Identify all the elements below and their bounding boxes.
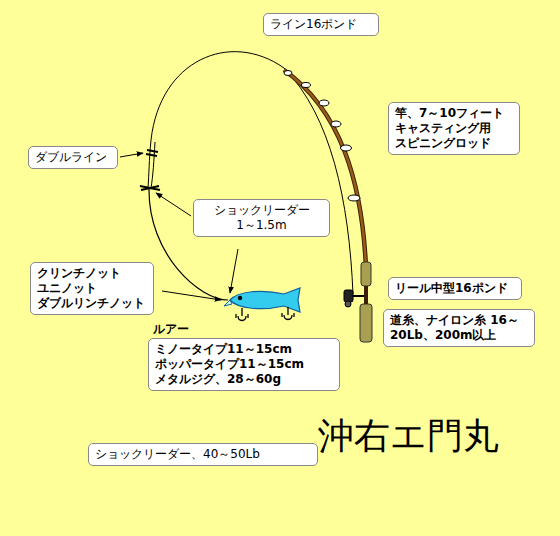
guide xyxy=(331,121,341,127)
lure-lip xyxy=(224,300,232,306)
reel-handle xyxy=(345,301,351,307)
box-text: ライン16ポンド xyxy=(270,17,360,32)
label-box: ショックリーダー 1～1.5m xyxy=(193,199,330,237)
box-text: リール中型16ポンド xyxy=(395,281,510,296)
guide xyxy=(341,145,352,151)
double-line xyxy=(148,140,151,188)
reel-seat xyxy=(364,286,368,304)
rear-grip xyxy=(360,304,372,342)
box-heading: ルアー xyxy=(153,322,191,337)
label-box: クリンチノット ユニノット ダブルリンチノット xyxy=(30,262,154,315)
line-loop xyxy=(151,52,284,140)
label-box: ダブルライン xyxy=(28,146,118,169)
hook xyxy=(282,307,294,320)
box-text: 竿、7～10フィート キャスティング用 スピニングロッド xyxy=(395,106,507,151)
guide xyxy=(348,195,360,201)
label-box: リール中型16ポンド xyxy=(388,277,522,300)
leader-arrow xyxy=(120,153,143,157)
leader-arrow xyxy=(230,249,238,293)
box-text: ショックリーダー、40～50Lb xyxy=(95,447,262,462)
label-box: ルアーミノータイプ11～15cm ポッパータイプ11～15cm メタルジグ、28… xyxy=(148,338,340,391)
double-line xyxy=(151,142,155,188)
rod-outline xyxy=(284,70,366,268)
guide xyxy=(319,100,329,106)
box-text: ミノータイプ11～15cm ポッパータイプ11～15cm メタルジグ、28～60… xyxy=(155,342,307,387)
label-box: ショックリーダー、40～50Lb xyxy=(88,443,318,466)
leader-arrow xyxy=(162,291,221,300)
label-box: 竿、7～10フィート キャスティング用 スピニングロッド xyxy=(388,102,520,155)
lure-body xyxy=(230,288,300,312)
reel-stem xyxy=(352,295,364,297)
label-box: 道糸、ナイロン糸 16～20Lb、200m以上 xyxy=(383,309,535,347)
guide xyxy=(284,71,292,76)
label-box: ライン16ポンド xyxy=(263,13,379,36)
reel-body xyxy=(344,290,353,302)
fore-grip xyxy=(361,262,371,286)
ship-name: 沖右エ門丸 xyxy=(318,416,499,456)
hook xyxy=(236,308,248,321)
box-text: 道糸、ナイロン糸 16～20Lb、200m以上 xyxy=(390,313,528,343)
lure xyxy=(224,288,300,321)
knot-mark xyxy=(140,186,160,190)
guide xyxy=(302,83,311,88)
box-text: ダブルライン xyxy=(35,150,109,165)
lure-eye xyxy=(238,296,242,300)
leader-arrow xyxy=(156,193,191,216)
box-text: ショックリーダー 1～1.5m xyxy=(213,203,311,233)
rod xyxy=(284,70,366,268)
knot-mark xyxy=(146,150,158,156)
rod-guides xyxy=(284,71,360,202)
box-text: クリンチノット ユニノット ダブルリンチノット xyxy=(37,266,147,311)
